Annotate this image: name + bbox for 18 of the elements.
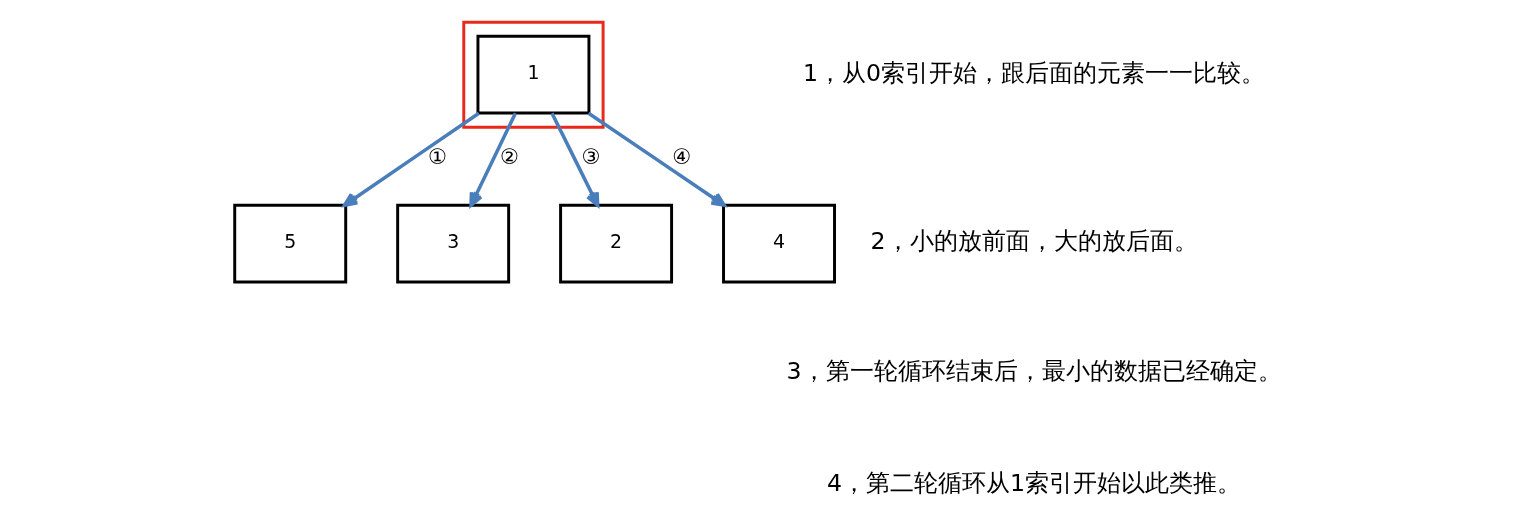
arrow: [549, 112, 599, 207]
edge-label: ④: [671, 144, 691, 170]
edge-label: ①: [427, 144, 447, 170]
node-box: 2: [558, 203, 673, 284]
label: 2，小的放前面，大的放后面。: [870, 227, 1198, 256]
edge-label: ②: [499, 144, 519, 170]
label: 3，第一轮循环结束后，最小的数据已经确定。: [786, 356, 1282, 385]
node-box: 4: [721, 203, 836, 284]
arrow: [587, 111, 726, 207]
arrow: [468, 112, 517, 207]
cluster: [461, 20, 605, 129]
arrow: [342, 111, 480, 207]
label: 1，从0索引开始，跟后面的元素一一比较。: [802, 58, 1265, 87]
node-box: 1: [475, 34, 590, 115]
node-box: 5: [232, 203, 347, 284]
node-box: 3: [395, 203, 510, 284]
edge-label: ③: [580, 144, 600, 170]
label: 4，第二轮循环从1索引开始以此类推。: [826, 468, 1241, 497]
